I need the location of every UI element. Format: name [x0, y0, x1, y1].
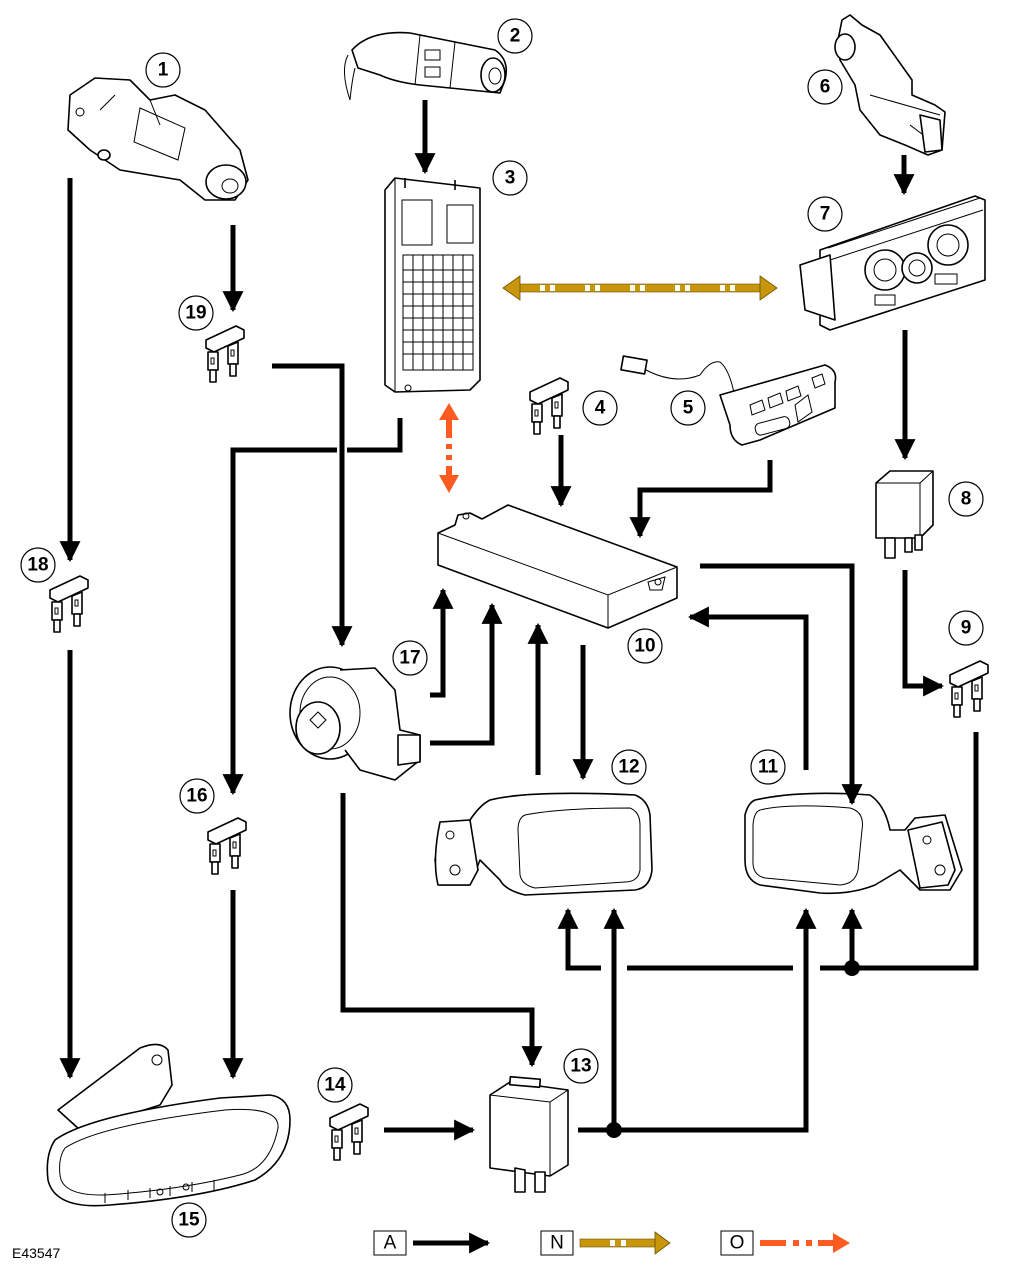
control-module — [437, 504, 678, 629]
callout-9: 9 — [948, 610, 984, 646]
callout-12: 12 — [611, 749, 647, 785]
svg-text:17: 17 — [399, 648, 420, 669]
legend-item-n: N — [540, 1230, 671, 1256]
callout-15: 15 — [171, 1202, 207, 1238]
fuse-16 — [207, 817, 247, 875]
fuse-4 — [529, 377, 569, 435]
legend-arrow-n — [579, 1231, 671, 1255]
callout-13: 13 — [563, 1048, 599, 1084]
callout-14: 14 — [317, 1067, 353, 1103]
svg-text:12: 12 — [618, 757, 639, 778]
climate-control-panel — [799, 195, 986, 331]
legend-item-o: O — [720, 1230, 850, 1256]
svg-text:7: 7 — [820, 204, 831, 225]
callout-5: 5 — [670, 390, 706, 426]
svg-text:N: N — [550, 1233, 564, 1254]
callout-19: 19 — [178, 295, 214, 331]
wire-9-to-11 — [841, 732, 979, 971]
wire-17-to-13 — [340, 793, 543, 1068]
svg-text:19: 19 — [185, 303, 206, 324]
svg-text:15: 15 — [178, 1210, 200, 1231]
svg-text:8: 8 — [961, 489, 972, 510]
svg-text:14: 14 — [324, 1075, 346, 1096]
fuse-19 — [205, 325, 245, 383]
callout-17: 17 — [392, 640, 428, 676]
svg-text:11: 11 — [758, 757, 779, 778]
junction-dot — [606, 1122, 622, 1138]
fuse-18 — [49, 575, 89, 633]
junction-dot — [844, 960, 860, 976]
svg-text:2: 2 — [510, 26, 521, 47]
wire-10-to-11 — [700, 563, 863, 806]
svg-text:4: 4 — [595, 398, 606, 419]
svg-text:A: A — [384, 1233, 397, 1254]
callout-6: 6 — [807, 69, 843, 105]
wire-5-to-10 — [629, 460, 773, 539]
svg-text:13: 13 — [570, 1056, 591, 1077]
seat-switch-pack — [620, 355, 837, 446]
wiper-stalk-switch — [344, 31, 508, 101]
callout-1: 1 — [145, 52, 181, 88]
wires-type-a — [59, 100, 979, 1141]
wire-19-to-17 — [272, 363, 353, 648]
wire-17-to-10-a — [430, 587, 454, 698]
wire-17-to-10-b — [430, 602, 503, 746]
svg-text:6: 6 — [820, 77, 831, 98]
callouts: 1 2 3 4 5 6 7 8 9 10 11 12 13 14 15 16 1… — [20, 18, 984, 1238]
legend-item-a: A — [373, 1230, 491, 1256]
callout-4: 4 — [582, 390, 618, 426]
svg-text:3: 3 — [505, 168, 516, 189]
svg-text:18: 18 — [27, 555, 48, 576]
callout-16: 16 — [179, 778, 215, 814]
callout-10: 10 — [627, 628, 663, 664]
interior-rear-view-mirror — [46, 1043, 291, 1207]
fuse-14 — [329, 1103, 369, 1161]
central-junction-box — [384, 177, 481, 393]
sensor — [834, 14, 946, 156]
wire-11-to-10 — [687, 606, 809, 770]
wire-type-o-3-to-10 — [439, 403, 459, 493]
svg-text:16: 16 — [186, 786, 207, 807]
mirror-adjust-switch — [289, 666, 421, 781]
svg-text:O: O — [730, 1233, 745, 1254]
svg-text:1: 1 — [158, 60, 169, 81]
svg-text:9: 9 — [961, 618, 972, 639]
callout-18: 18 — [20, 547, 56, 583]
legend-arrow-o — [760, 1233, 850, 1253]
figure-reference: E43547 — [12, 1245, 60, 1261]
wire-3-to-16 — [222, 447, 337, 796]
wire-8-to-9 — [902, 570, 945, 697]
wire-type-n-3-to-7 — [502, 275, 778, 301]
relay-13 — [489, 1075, 569, 1193]
legend: A N O — [373, 1230, 850, 1256]
callout-3: 3 — [492, 160, 528, 196]
callout-8: 8 — [948, 481, 984, 517]
door-mirror-rh — [744, 792, 963, 895]
fuse-9 — [949, 660, 989, 718]
svg-text:10: 10 — [634, 636, 655, 657]
wire-9-to-12 — [557, 907, 601, 971]
svg-text:5: 5 — [683, 398, 694, 419]
callout-7: 7 — [807, 196, 843, 232]
relay-8 — [875, 470, 934, 559]
callout-11: 11 — [750, 749, 786, 785]
door-mirror-lh — [434, 792, 653, 896]
callout-2: 2 — [497, 18, 533, 54]
wire-3-branch-a — [347, 418, 403, 453]
ignition-switch — [67, 77, 249, 201]
wire-13-to-11 — [578, 907, 817, 1133]
